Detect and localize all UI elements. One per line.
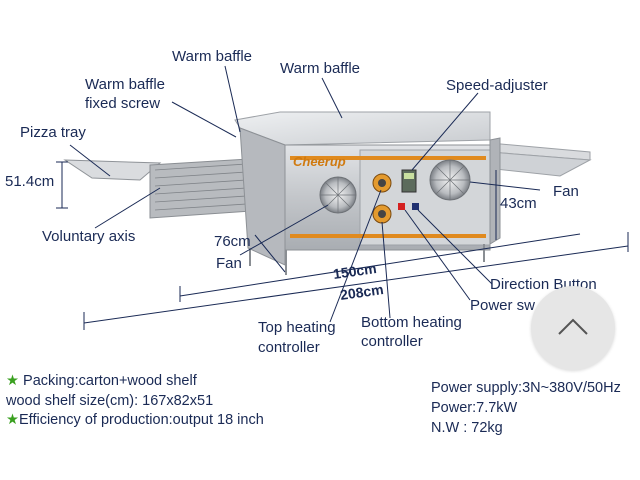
spec-efficiency-text: Efficiency of production:output 18 inch [19, 412, 264, 428]
pizza-tray [63, 159, 162, 181]
label-speed-adjuster: Speed-adjuster [446, 77, 548, 94]
spec-shelf-size: wood shelf size(cm): 167x82x51 [6, 393, 214, 409]
label-power-switch: Power sw [470, 297, 536, 314]
chevron-up-icon [558, 318, 588, 335]
spec-power: Power:7.7kW [431, 400, 518, 416]
label-dim-depth: 43cm [500, 195, 537, 212]
control-panel [359, 149, 491, 246]
label-dim-height: 51.4cm [5, 173, 55, 190]
spec-efficiency: ★Efficiency of production:output 18 inch [6, 412, 264, 429]
label-voluntary-axis: Voluntary axis [42, 228, 136, 245]
power-switch [398, 203, 405, 210]
brand-logo: Cheerup [293, 154, 346, 169]
label-warm-baffle-fixed-screw-2: fixed screw [85, 95, 161, 112]
direction-button [412, 203, 419, 210]
label-top-heating-1: Top heating [258, 319, 336, 336]
label-fan-right: Fan [553, 183, 579, 200]
spec-net-weight: N.W : 72kg [431, 420, 503, 436]
label-dim-width: 76cm [214, 233, 251, 250]
spec-power-supply: Power supply:3N~380V/50Hz [431, 380, 621, 396]
label-warm-baffle: Warm baffle [280, 60, 361, 77]
label-top-heating-2: controller [258, 339, 320, 356]
label-pizza-tray: Pizza tray [20, 124, 86, 141]
label-fan-left: Fan [216, 255, 242, 272]
spec-packing-text: Packing:carton+wood shelf [23, 373, 197, 389]
label-warm-baffle-top: Warm baffle [172, 48, 253, 65]
spec-packing: ★ Packing:carton+wood shelf [6, 373, 197, 390]
label-bottom-heating-2: controller [361, 333, 423, 350]
scroll-to-top-button[interactable] [531, 286, 615, 370]
label-bottom-heating-1: Bottom heating [361, 314, 462, 331]
star-icon: ★ [6, 412, 19, 428]
label-warm-baffle-fixed-screw-1: Warm baffle [85, 76, 166, 93]
star-icon: ★ [6, 373, 19, 389]
